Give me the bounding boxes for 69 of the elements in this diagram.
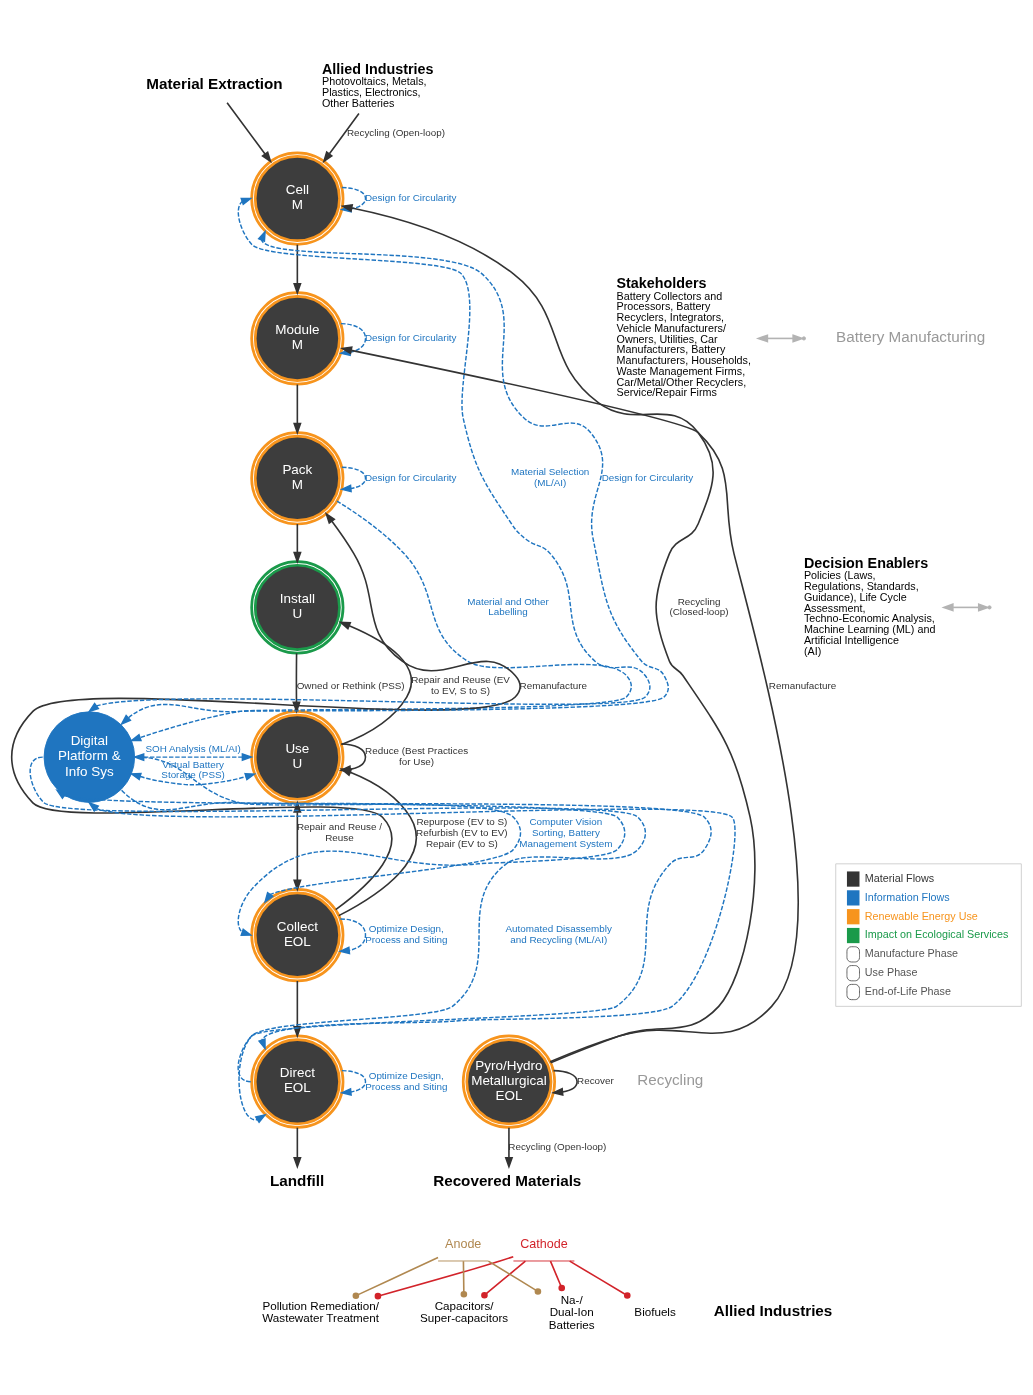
edge-label: Automated Disassembly and Recycling (ML/AI)	[505, 923, 612, 945]
node-text: Landfill	[270, 1171, 325, 1189]
edge-label: Computer Vision Sorting, Battery Management System	[519, 816, 613, 849]
edge-label: Recover	[577, 1075, 614, 1087]
legend-label: End-of-Life Phase	[864, 984, 951, 997]
arrow	[338, 918, 367, 955]
edge-label: Recycling (Closed-loop)	[669, 595, 729, 618]
legend-label: Use Phase	[864, 965, 918, 978]
node-text: Allied Industries Photovoltaics, Metals, Plastics, Electronics, Other Batteries	[322, 60, 434, 109]
node-text: Capacitors/ Super-capacitors	[420, 1298, 509, 1325]
edge-label: Reduce (Best Practices for Use)	[365, 745, 469, 768]
connector	[481, 1260, 527, 1299]
edge-label: Optimize Design, Process and Siting	[365, 1069, 448, 1092]
edge-label: Optimize Design, Process and Siting	[365, 923, 448, 945]
connector	[460, 1260, 468, 1298]
edge-label: Design for Circularity	[365, 192, 457, 204]
arrow	[120, 229, 669, 726]
connector	[549, 1260, 566, 1292]
arrow	[551, 1069, 578, 1097]
arrow	[339, 466, 367, 493]
node-text: Pollution Remediation/ Wastewater Treatment	[262, 1298, 379, 1325]
edge-label: Remanufacture	[768, 679, 837, 691]
arrow	[293, 523, 302, 565]
edge-label: SOH Analysis (ML/AI)	[145, 742, 241, 754]
arrow	[120, 789, 626, 936]
edge-label: Recycling (Open-loop)	[346, 126, 446, 138]
node-text: Anode	[445, 1237, 482, 1252]
node-text: Biofuels	[634, 1305, 676, 1319]
arrow	[338, 768, 418, 917]
edge-label: Repair and Reuse / Reuse	[297, 821, 382, 844]
arrow	[338, 621, 413, 746]
arrow	[322, 112, 360, 164]
node-text: Na-/ Dual-Ion Batteries	[548, 1292, 595, 1331]
edge-label: Design for Circularity	[365, 331, 457, 343]
arrow	[941, 603, 991, 612]
connector	[374, 1255, 515, 1300]
edge-label: Repair and Reuse (EV to EV, S to S)	[411, 674, 510, 697]
arrow	[293, 1126, 302, 1170]
node-text: Stakeholders Battery Collectors and Processors, Battery Recyclers, Integrators, Vehicle Manufacturers/ Owners, Utilities, Car Manufacturers, Battery Manufacturers, Households, Waste Management Firms, Car/Metal/Other Recyclers, Service/Repair Firms	[616, 275, 751, 399]
arrow	[293, 243, 302, 296]
connector	[352, 1256, 439, 1300]
arrow	[755, 334, 805, 343]
connector	[487, 1260, 542, 1295]
label: Battery Manufacturing	[836, 328, 986, 346]
node-text: Material Extraction	[146, 75, 283, 93]
edge-label: Material and Other Labelling	[467, 595, 549, 618]
arrow	[293, 383, 302, 435]
label: Recycling	[637, 1071, 704, 1089]
arrow	[10, 512, 521, 911]
edge-label: Design for Circularity	[601, 471, 694, 483]
arrow	[504, 1126, 514, 1170]
legend-label: Material Flows	[864, 871, 935, 884]
edge-label: Design for Circularity	[365, 471, 457, 483]
arrow	[129, 500, 632, 742]
legend-label: Renewable Energy Use	[864, 909, 978, 922]
arrow	[55, 789, 712, 1083]
legend-label: Information Flows	[864, 890, 950, 903]
edge-label: Material Selection (ML/AI)	[510, 466, 590, 489]
label: Allied Industries	[713, 1301, 833, 1319]
node-text: Recovered Materials	[433, 1171, 582, 1189]
connector	[568, 1260, 631, 1299]
node-text: Cathode	[520, 1237, 568, 1252]
node-text: Decision Enablers Policies (Laws, Regulations, Standards, Guidance), Life Cycle Assessment, Techno-Economic Analysis, Machine Learning (ML) and Artificial Intelligence (AI)	[803, 554, 936, 657]
legend-label: Impact on Ecological Services	[864, 928, 1009, 941]
edge-label: Owned or Rethink (PSS)	[296, 679, 405, 691]
legend-label: Manufacture Phase	[864, 947, 959, 960]
arrow	[226, 101, 272, 164]
arrow	[339, 1069, 367, 1096]
edge-label: Repurpose (EV to S) Refurbish (EV to EV) Repair (EV to S)	[416, 816, 508, 849]
